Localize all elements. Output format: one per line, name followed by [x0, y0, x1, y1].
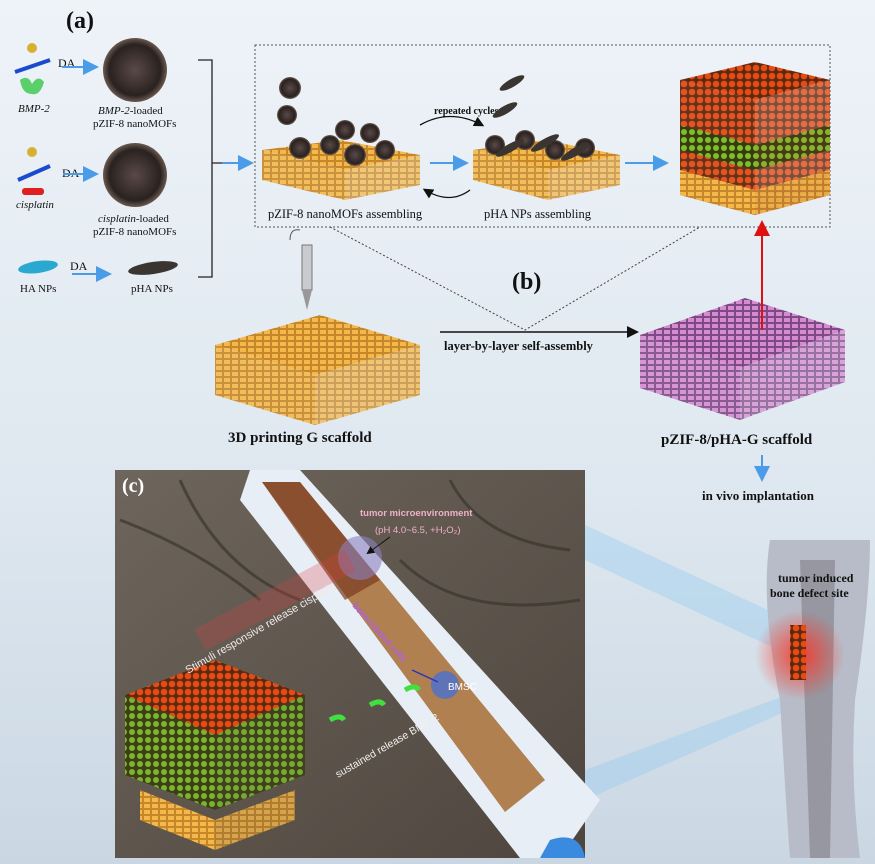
cisplatin-label: cisplatin	[16, 199, 54, 211]
bmp2-loaded-label: BMP-2-loaded	[98, 105, 163, 117]
defect-label-2: bone defect site	[770, 586, 849, 600]
cisplatin-icon	[22, 188, 44, 195]
ha-row: HA NPs DA pHA NPs	[18, 259, 178, 295]
step2-label: pHA NPs assembling	[484, 207, 592, 221]
bmp2-nanomof	[103, 38, 167, 102]
leg-illustration	[755, 540, 870, 858]
cisplatin-loaded-label: cisplatin-loaded	[98, 213, 169, 225]
bracket	[198, 59, 222, 278]
pha-scaffold	[473, 75, 620, 200]
ha-nps-label: HA NPs	[20, 283, 56, 295]
cisplatin-row: cisplatin DA cisplatin-loaded pZIF-8 nan…	[16, 143, 176, 238]
tumor-cond-label: (pH 4.0~6.5, +H₂O₂)	[375, 525, 461, 536]
process-label: layer-by-layer self-assembly	[444, 339, 594, 353]
printer-nozzle-icon	[289, 229, 313, 310]
ligand-icon	[17, 164, 51, 182]
step1-label: pZIF-8 nanoMOFs assembling	[268, 207, 423, 221]
cisplatin-loaded-label-2: pZIF-8 nanoMOFs	[93, 226, 176, 238]
layered-cube	[680, 62, 830, 215]
implantation-label: in vivo implantation	[702, 488, 815, 503]
g-scaffold-label: 3D printing G scaffold	[228, 430, 372, 446]
bmp2-row: BMP-2 DA BMP-2-loaded pZIF-8 nanoMOFs	[14, 38, 176, 130]
ligand-icon	[14, 58, 51, 74]
ha-np-icon	[18, 260, 58, 274]
bmp2-protein-icon	[20, 77, 44, 95]
bmp2-label: BMP-2	[18, 103, 50, 115]
g-scaffold	[215, 315, 420, 425]
tumor-env-label: tumor microenvironment	[360, 508, 473, 519]
zinc-ion-icon	[27, 43, 37, 53]
repeated-cycles-label: repeated cycles	[434, 106, 499, 117]
zinc-ion-icon	[27, 147, 37, 157]
bmp2-loaded-label-2: pZIF-8 nanoMOFs	[93, 118, 176, 130]
pha-nps-label: pHA NPs	[131, 283, 173, 295]
mof-scaffold	[262, 77, 420, 200]
defect-label-1: tumor induced	[778, 571, 854, 585]
pzif8-scaffold-label: pZIF-8/pHA-G scaffold	[661, 432, 813, 448]
panel-a-label: (a)	[66, 8, 94, 34]
panel-b-label: (b)	[512, 269, 541, 295]
pzif8-pha-g-scaffold	[640, 298, 845, 420]
panel-c-illustration	[115, 470, 600, 858]
bmsc-label: BMSC	[448, 682, 477, 693]
pha-np-icon	[128, 261, 178, 275]
panel-c-label: (c)	[122, 475, 144, 497]
da-label: DA	[70, 259, 88, 273]
cisplatin-nanomof	[103, 143, 167, 207]
